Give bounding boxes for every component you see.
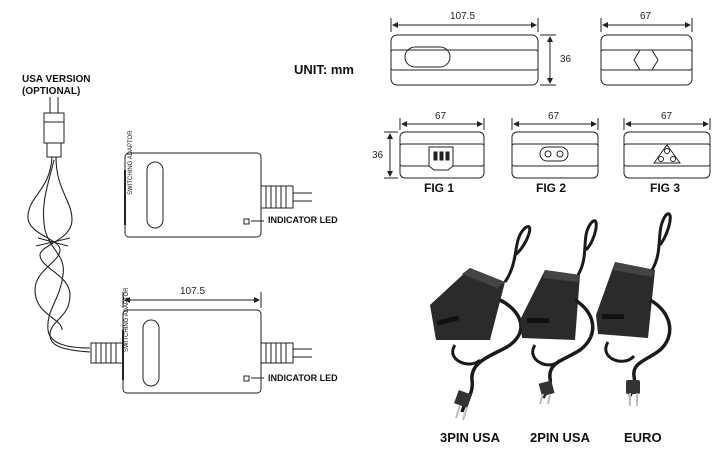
end-view-drawing: [600, 18, 693, 86]
adapter-2pin-photo: [520, 219, 598, 405]
top-view-drawing: [390, 18, 556, 86]
dim-fig3-width: 67: [661, 111, 673, 122]
coiled-cable-drawing: [27, 156, 91, 353]
fig3-drawing: [623, 118, 711, 179]
dim-length-top: 107.5: [450, 11, 476, 22]
adapter-text-bottom: SWITCHING ADAPTOR: [124, 287, 130, 352]
product-photo: [430, 212, 672, 421]
dim-fig2-width: 67: [548, 111, 560, 122]
adapter-euro-photo: [596, 212, 672, 406]
dim-fig1-width: 67: [435, 111, 447, 122]
dim-fig-height: 36: [372, 150, 384, 161]
unit-label: UNIT: mm: [294, 62, 354, 77]
fig3-label: FIG 3: [650, 181, 681, 195]
label-3pin-usa: 3PIN USA: [440, 430, 500, 445]
fig2-label: FIG 2: [536, 181, 567, 195]
indicator-led-label-top: INDICATOR LED: [268, 215, 338, 225]
indicator-led-label-bottom: INDICATOR LED: [268, 373, 338, 383]
fig2-drawing: [511, 118, 599, 179]
label-euro: EURO: [624, 430, 662, 445]
adapter-text-top: SWITCHING ADAPTOR: [128, 130, 134, 195]
fig1-drawing: [384, 118, 485, 179]
dim-height-top: 36: [560, 54, 572, 65]
dim-width-top: 67: [640, 11, 652, 22]
usa-version-label: USA VERSION: [22, 74, 91, 85]
optional-label: (OPTIONAL): [22, 86, 81, 97]
label-2pin-usa: 2PIN USA: [530, 430, 590, 445]
adapter-bottom-drawing: [90, 292, 312, 394]
usa-plug-drawing: [43, 97, 65, 158]
dim-length-bottom: 107.5: [180, 286, 206, 297]
fig1-label: FIG 1: [424, 181, 455, 195]
adapter-3pin-photo: [430, 224, 532, 421]
adapter-top-drawing: [124, 152, 312, 238]
